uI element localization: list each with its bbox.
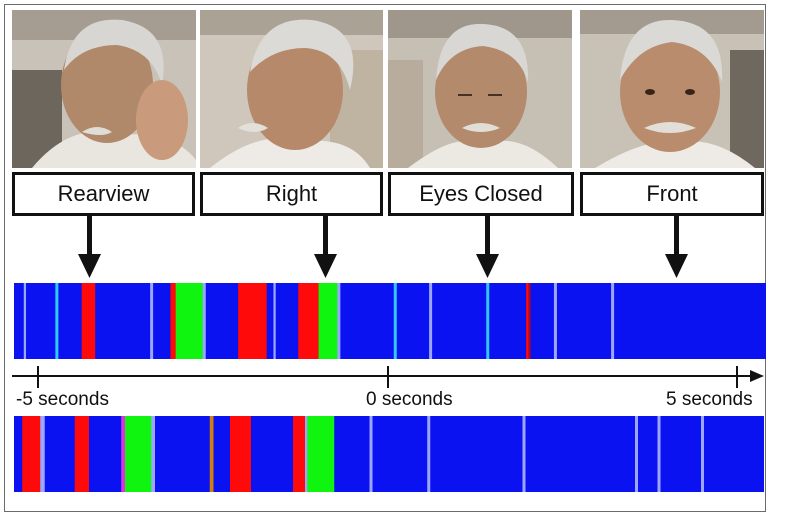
strip-segment-blue <box>14 416 23 492</box>
label-right: Right <box>200 172 383 216</box>
strip-segment-blue <box>525 416 636 492</box>
label-eyes-closed: Eyes Closed <box>388 172 574 216</box>
strip-segment-light <box>657 416 661 492</box>
timeline-arrowhead <box>750 370 764 382</box>
tick-label-minus-5: -5 seconds <box>16 389 109 410</box>
strip-segment-blue <box>95 283 151 359</box>
strip-segment-cyan <box>393 283 398 359</box>
strip-segment-blue <box>251 416 294 492</box>
strip-segment-blue <box>430 416 523 492</box>
strip-segment-light <box>635 416 639 492</box>
arrow-right <box>314 214 337 278</box>
photo-eyes-closed <box>388 10 572 168</box>
strip-segment-green <box>175 283 204 359</box>
strip-segment-light <box>369 416 373 492</box>
strip-segment-red <box>170 283 177 359</box>
strip-segment-blue <box>266 283 274 359</box>
strip-segment-light <box>429 283 433 359</box>
strip-segment-darkred <box>528 283 532 359</box>
strip-segment-green <box>318 283 338 359</box>
tick-label-5: 5 seconds <box>666 389 753 410</box>
strip-segment-red <box>74 416 90 492</box>
strip-segment-green <box>125 416 152 492</box>
strip-segment-cyan <box>486 283 490 359</box>
strip-segment-light <box>553 283 558 359</box>
strip-segment-blue <box>638 416 658 492</box>
strip-segment-blue <box>556 283 612 359</box>
strip-segment-blue <box>660 416 702 492</box>
strip-segment-light <box>40 416 46 492</box>
strip-segment-blue <box>704 416 764 492</box>
strip-segment-green <box>307 416 335 492</box>
strip-segment-red <box>81 283 96 359</box>
arrow-front <box>665 214 688 278</box>
strip-segment-light <box>337 283 341 359</box>
top-prediction-strip <box>14 283 766 359</box>
strip-segment-light <box>23 283 27 359</box>
strip-segment-red <box>293 416 306 492</box>
strip-segment-light <box>611 283 615 359</box>
strip-segment-blue <box>275 283 299 359</box>
strip-segment-blue <box>489 283 527 359</box>
strip-segment-blue <box>26 283 56 359</box>
strip-segment-light <box>151 416 156 492</box>
photo-rearview <box>12 10 196 168</box>
strip-segment-blue <box>530 283 555 359</box>
strip-segment-light <box>305 416 308 492</box>
strip-segment-red <box>238 283 268 359</box>
strip-segment-red <box>526 283 529 359</box>
timeline-axis <box>12 366 764 388</box>
strip-segment-orange <box>209 416 214 492</box>
strip-segment-light <box>427 416 431 492</box>
strip-segment-red <box>22 416 41 492</box>
strip-segment-light <box>522 416 526 492</box>
strip-segment-blue <box>155 416 211 492</box>
pointer-arrows <box>78 214 688 278</box>
strip-segment-magenta <box>121 416 126 492</box>
arrow-eyes-closed <box>476 214 499 278</box>
strip-segment-cyan <box>55 283 59 359</box>
strip-segment-light <box>273 283 277 359</box>
strip-segment-blue <box>432 283 487 359</box>
strip-segment-light <box>202 283 207 359</box>
strip-segment-blue <box>396 283 430 359</box>
strip-segment-red <box>230 416 252 492</box>
strip-segment-light <box>701 416 705 492</box>
strip-segment-blue <box>334 416 370 492</box>
strip-segment-blue <box>14 283 25 359</box>
arrow-rearview <box>78 214 101 278</box>
photo-front <box>580 10 764 168</box>
label-rearview: Rearview <box>12 172 195 216</box>
bottom-ground-truth-strip <box>14 416 764 492</box>
label-front: Front <box>580 172 764 216</box>
strip-segment-blue <box>372 416 428 492</box>
strip-segment-blue <box>89 416 122 492</box>
strip-segment-blue <box>205 283 239 359</box>
strip-segment-blue <box>340 283 395 359</box>
photo-right <box>200 10 383 168</box>
strip-segment-blue <box>44 416 76 492</box>
strip-segment-blue <box>58 283 83 359</box>
strip-segment-light <box>150 283 154 359</box>
strip-segment-blue <box>153 283 171 359</box>
strip-segment-blue <box>213 416 231 492</box>
tick-label-0: 0 seconds <box>366 389 453 410</box>
strip-segment-blue <box>614 283 766 359</box>
strip-segment-red <box>298 283 319 359</box>
